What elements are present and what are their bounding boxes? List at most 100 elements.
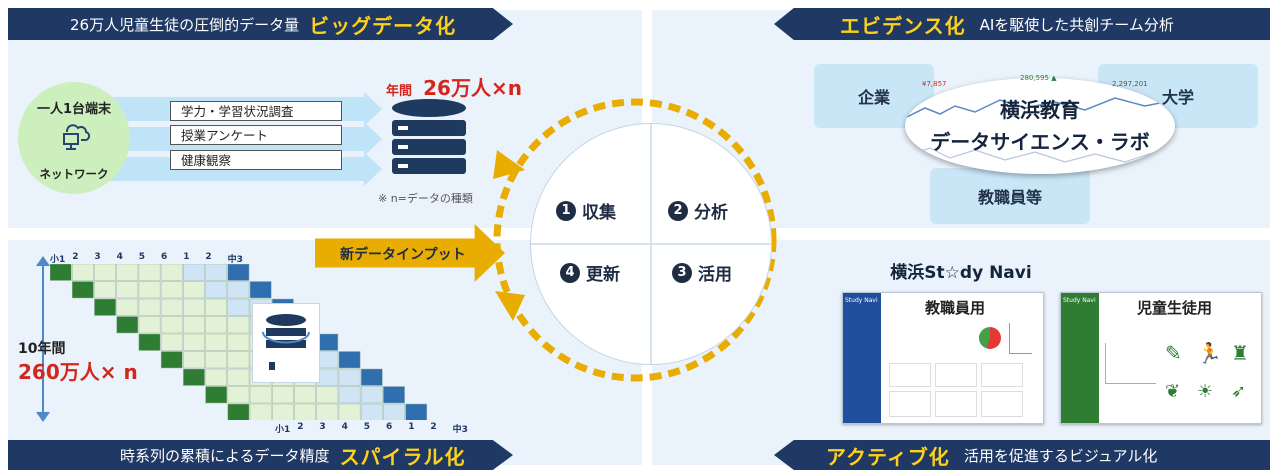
grid-cell — [71, 281, 94, 299]
lab-number-1: ¥7,857 — [922, 80, 947, 88]
student-pencil-icon: ✎ — [1165, 341, 1182, 365]
flow-arrow-2 — [364, 122, 382, 156]
grid-header-label: 4 — [116, 252, 123, 262]
grid-cell — [383, 386, 405, 404]
grid-cell — [227, 298, 250, 316]
grid-cell — [205, 281, 228, 299]
grid-cell — [183, 351, 205, 369]
teacher-tile-1 — [889, 363, 931, 387]
grid-cell — [272, 403, 294, 420]
student-bulb-icon: ☀ — [1197, 381, 1214, 402]
teacher-chart — [979, 327, 1001, 349]
grid-header-label: 5 — [363, 422, 371, 432]
grid-cell — [227, 281, 250, 299]
lab-title-line1: 横浜教育 — [1000, 98, 1080, 122]
teacher-screenshot-title: 教職員用 — [925, 299, 986, 317]
grid-cell — [272, 386, 294, 404]
student-chart — [1105, 343, 1156, 384]
grid-cell — [160, 281, 183, 299]
navi-title: 横浜St☆dy Navi — [890, 263, 1032, 283]
grid-cell — [50, 264, 72, 281]
grid-cell — [183, 281, 205, 299]
lab-number-2: 280,595 ▲ — [1020, 74, 1057, 82]
banner-bigdata-highlight: ビッグデータ化 — [309, 13, 457, 38]
partner-staff: 教職員等 — [930, 168, 1090, 224]
teacher-tile-3 — [981, 363, 1023, 387]
grid-cell — [138, 281, 161, 299]
teacher-bars — [1009, 323, 1032, 354]
grid-header-label: 2 — [205, 252, 212, 262]
grid-cell — [183, 298, 205, 316]
source-survey: 授業アンケート — [170, 125, 342, 145]
cycle-analyze-label: 分析 — [694, 203, 728, 223]
grid-cell — [71, 264, 94, 281]
grid-cell — [316, 386, 339, 404]
teacher-logo: Study Navi — [845, 297, 878, 304]
student-logo: Study Navi — [1063, 297, 1096, 304]
grid-cell — [138, 298, 161, 316]
teacher-sidebar — [843, 293, 881, 423]
banner-spiral-text: 時系列の累積によるデータ精度 — [120, 446, 330, 465]
grid-cell — [205, 298, 228, 316]
student-art-icon: ♜ — [1231, 341, 1249, 365]
yearly-value: 26万人×n — [423, 76, 522, 100]
grid-cell — [94, 281, 116, 299]
device-label: 一人1台端末 — [36, 102, 112, 117]
grid-cell — [360, 403, 383, 420]
grid-cell — [227, 316, 250, 334]
database-icon — [390, 98, 468, 182]
student-run-icon: 🏃 — [1197, 341, 1222, 365]
grid-cell — [138, 264, 161, 281]
grid-header-label: 6 — [161, 252, 168, 262]
cycle-update-num: 4 — [560, 262, 580, 283]
grid-header-label: 4 — [341, 422, 348, 432]
grid-cell — [360, 386, 383, 404]
ten-years-value: 260万人× n — [18, 360, 138, 384]
grid-cell — [160, 351, 183, 369]
student-rocket-icon: ➶ — [1231, 381, 1247, 402]
grid-cell — [183, 264, 205, 281]
cycle-collect-label: 収集 — [582, 203, 616, 223]
grid-cell — [227, 386, 250, 404]
flow-arrow-1 — [364, 92, 382, 126]
grid-cell — [249, 403, 272, 420]
grid-cell — [160, 298, 183, 316]
grid-cell — [183, 368, 205, 386]
grid-header-label: 2 — [297, 422, 304, 432]
banner-spiral: 時系列の累積によるデータ精度 スパイラル化 — [8, 440, 513, 470]
student-sidebar — [1061, 293, 1099, 423]
banner-active: アクティブ化 活用を促進するビジュアル化 — [774, 440, 1270, 470]
ten-years-arrow — [42, 262, 44, 414]
lab-oval — [905, 78, 1175, 174]
yearly-prefix: 年間 — [386, 84, 413, 99]
grid-header-label: 小1 — [275, 425, 291, 435]
grid-header-label: 小1 — [50, 255, 66, 265]
source-academic: 学力・学習状況調査 — [170, 101, 342, 121]
grid-cell — [227, 403, 250, 420]
grid-cell — [227, 351, 250, 369]
grid-header-label: 1 — [183, 252, 190, 262]
grid-cell — [116, 281, 139, 299]
grid-header-label: 1 — [408, 422, 415, 432]
grid-cell — [160, 333, 183, 351]
grid-cell — [338, 403, 361, 420]
grid-header-label: 3 — [94, 252, 101, 262]
ten-years-label: 10年間 — [18, 341, 66, 357]
banner-bigdata: 26万人児童生徒の圧倒的データ量 ビッグデータ化 — [8, 8, 513, 40]
grid-cell — [205, 386, 228, 404]
teacher-screenshot: Study Navi 教職員用 — [842, 292, 1044, 424]
grid-cell — [205, 316, 228, 334]
cycle-dashed-ring — [493, 98, 777, 382]
source-health: 健康観察 — [170, 150, 342, 170]
grid-cell — [116, 264, 139, 281]
grid-cell — [116, 298, 139, 316]
banner-active-highlight: アクティブ化 — [826, 444, 950, 469]
teacher-tile-2 — [935, 363, 977, 387]
grid-cell — [294, 403, 316, 420]
grid-cell — [116, 316, 139, 334]
grid-cell — [183, 316, 205, 334]
